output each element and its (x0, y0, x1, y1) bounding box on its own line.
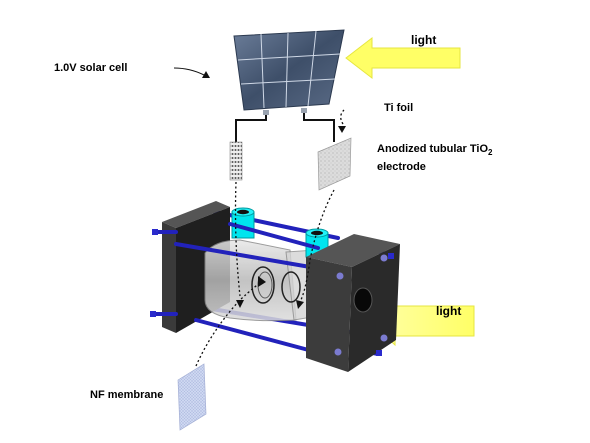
nf-membrane-label: NF membrane (90, 389, 164, 401)
anodized-label-prefix: Anodized tubular TiO (377, 143, 489, 155)
light-label-right: light (436, 304, 462, 318)
solar-cell-pointer-arrow (173, 67, 210, 78)
solar-cell-label: 1.0V solar cell (54, 62, 128, 74)
ti-foil-label: Ti foil (384, 102, 414, 114)
anodized-label-line2: electrode (377, 161, 426, 174)
right-end-plate (306, 234, 400, 372)
rod-end-caps (150, 229, 394, 356)
insertion-arrowheads (236, 126, 346, 309)
insertion-paths (195, 109, 345, 367)
tio2-electrode-foil (317, 137, 352, 191)
tie-rods-front (152, 222, 394, 356)
light-label-top: light (411, 33, 437, 47)
counter-electrode-coil (229, 141, 243, 181)
solar-panel (233, 29, 345, 115)
anodized-label-subscript: 2 (488, 148, 493, 158)
wire-right (303, 113, 335, 142)
anodized-electrode-label: Anodized tubular TiO2 electrode (377, 142, 492, 174)
nf-membrane (177, 363, 207, 431)
light-arrow-top (345, 36, 461, 80)
wire-left (235, 115, 267, 142)
window-port (353, 287, 373, 313)
